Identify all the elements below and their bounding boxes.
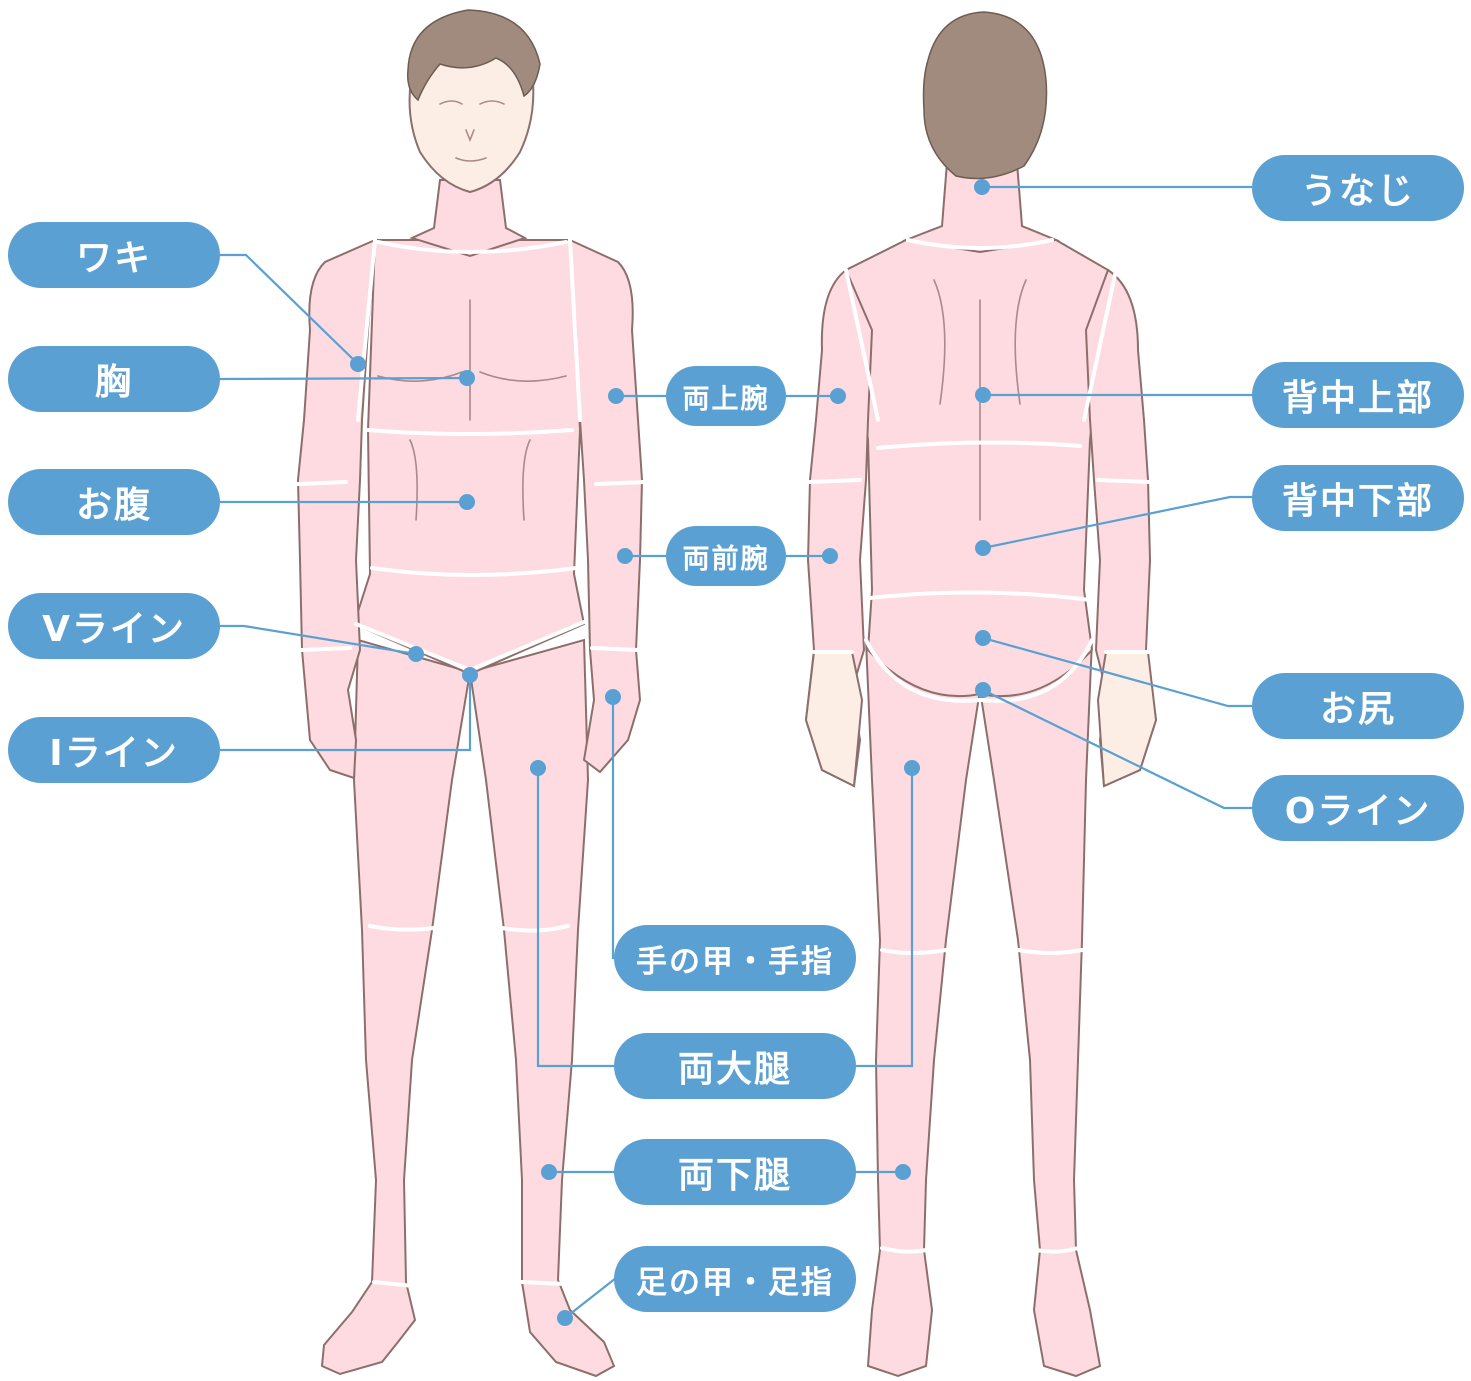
dot-katai-front	[541, 1164, 557, 1180]
front-torso	[354, 240, 584, 674]
label-ryou-katai: 両下腿	[614, 1139, 856, 1205]
label-ryou-jouwan: 両上腕	[666, 366, 786, 426]
label-onaka: お腹	[8, 469, 220, 535]
leader-ashi	[565, 1278, 616, 1318]
back-torso	[846, 240, 1108, 696]
label-ashi-no-kou: 足の甲・足指	[614, 1246, 856, 1312]
back-right-leg	[980, 640, 1100, 1376]
dot-waki	[350, 356, 366, 372]
back-hair	[924, 12, 1047, 178]
label-senaka-joubu: 背中上部	[1252, 362, 1464, 428]
dot-o-line	[975, 682, 991, 698]
dot-daitai-back	[904, 760, 920, 776]
dot-onaka	[459, 494, 475, 510]
dot-unaji	[974, 179, 990, 195]
dot-katai-back	[895, 1164, 911, 1180]
label-oshiri: お尻	[1252, 673, 1464, 739]
back-left-leg	[866, 640, 980, 1376]
dot-ashi	[557, 1310, 573, 1326]
label-unaji: うなじ	[1252, 155, 1464, 221]
label-te-no-kou: 手の甲・手指	[614, 925, 856, 991]
dot-te	[605, 689, 621, 705]
dot-mune	[459, 370, 475, 386]
dot-zenwan-back	[822, 548, 838, 564]
dot-daitai-front	[530, 760, 546, 776]
dot-senaka-kabu	[975, 540, 991, 556]
label-ryou-daitai: 両大腿	[614, 1033, 856, 1099]
dot-oshiri	[975, 630, 991, 646]
dot-senaka-joubu	[975, 387, 991, 403]
leader-mune	[220, 378, 467, 379]
label-waki: ワキ	[8, 222, 220, 288]
dot-zenwan-front	[617, 548, 633, 564]
label-i-line: Iライン	[8, 717, 220, 783]
dot-jouwan-back	[830, 388, 846, 404]
dot-jouwan-front	[608, 388, 624, 404]
label-v-line: Vライン	[8, 593, 220, 659]
label-senaka-kabu: 背中下部	[1252, 465, 1464, 531]
label-mune: 胸	[8, 346, 220, 412]
label-ryou-zenwan: 両前腕	[666, 526, 786, 586]
dot-i-line	[462, 667, 478, 683]
label-o-line: Oライン	[1252, 775, 1464, 841]
dot-v-line	[408, 646, 424, 662]
